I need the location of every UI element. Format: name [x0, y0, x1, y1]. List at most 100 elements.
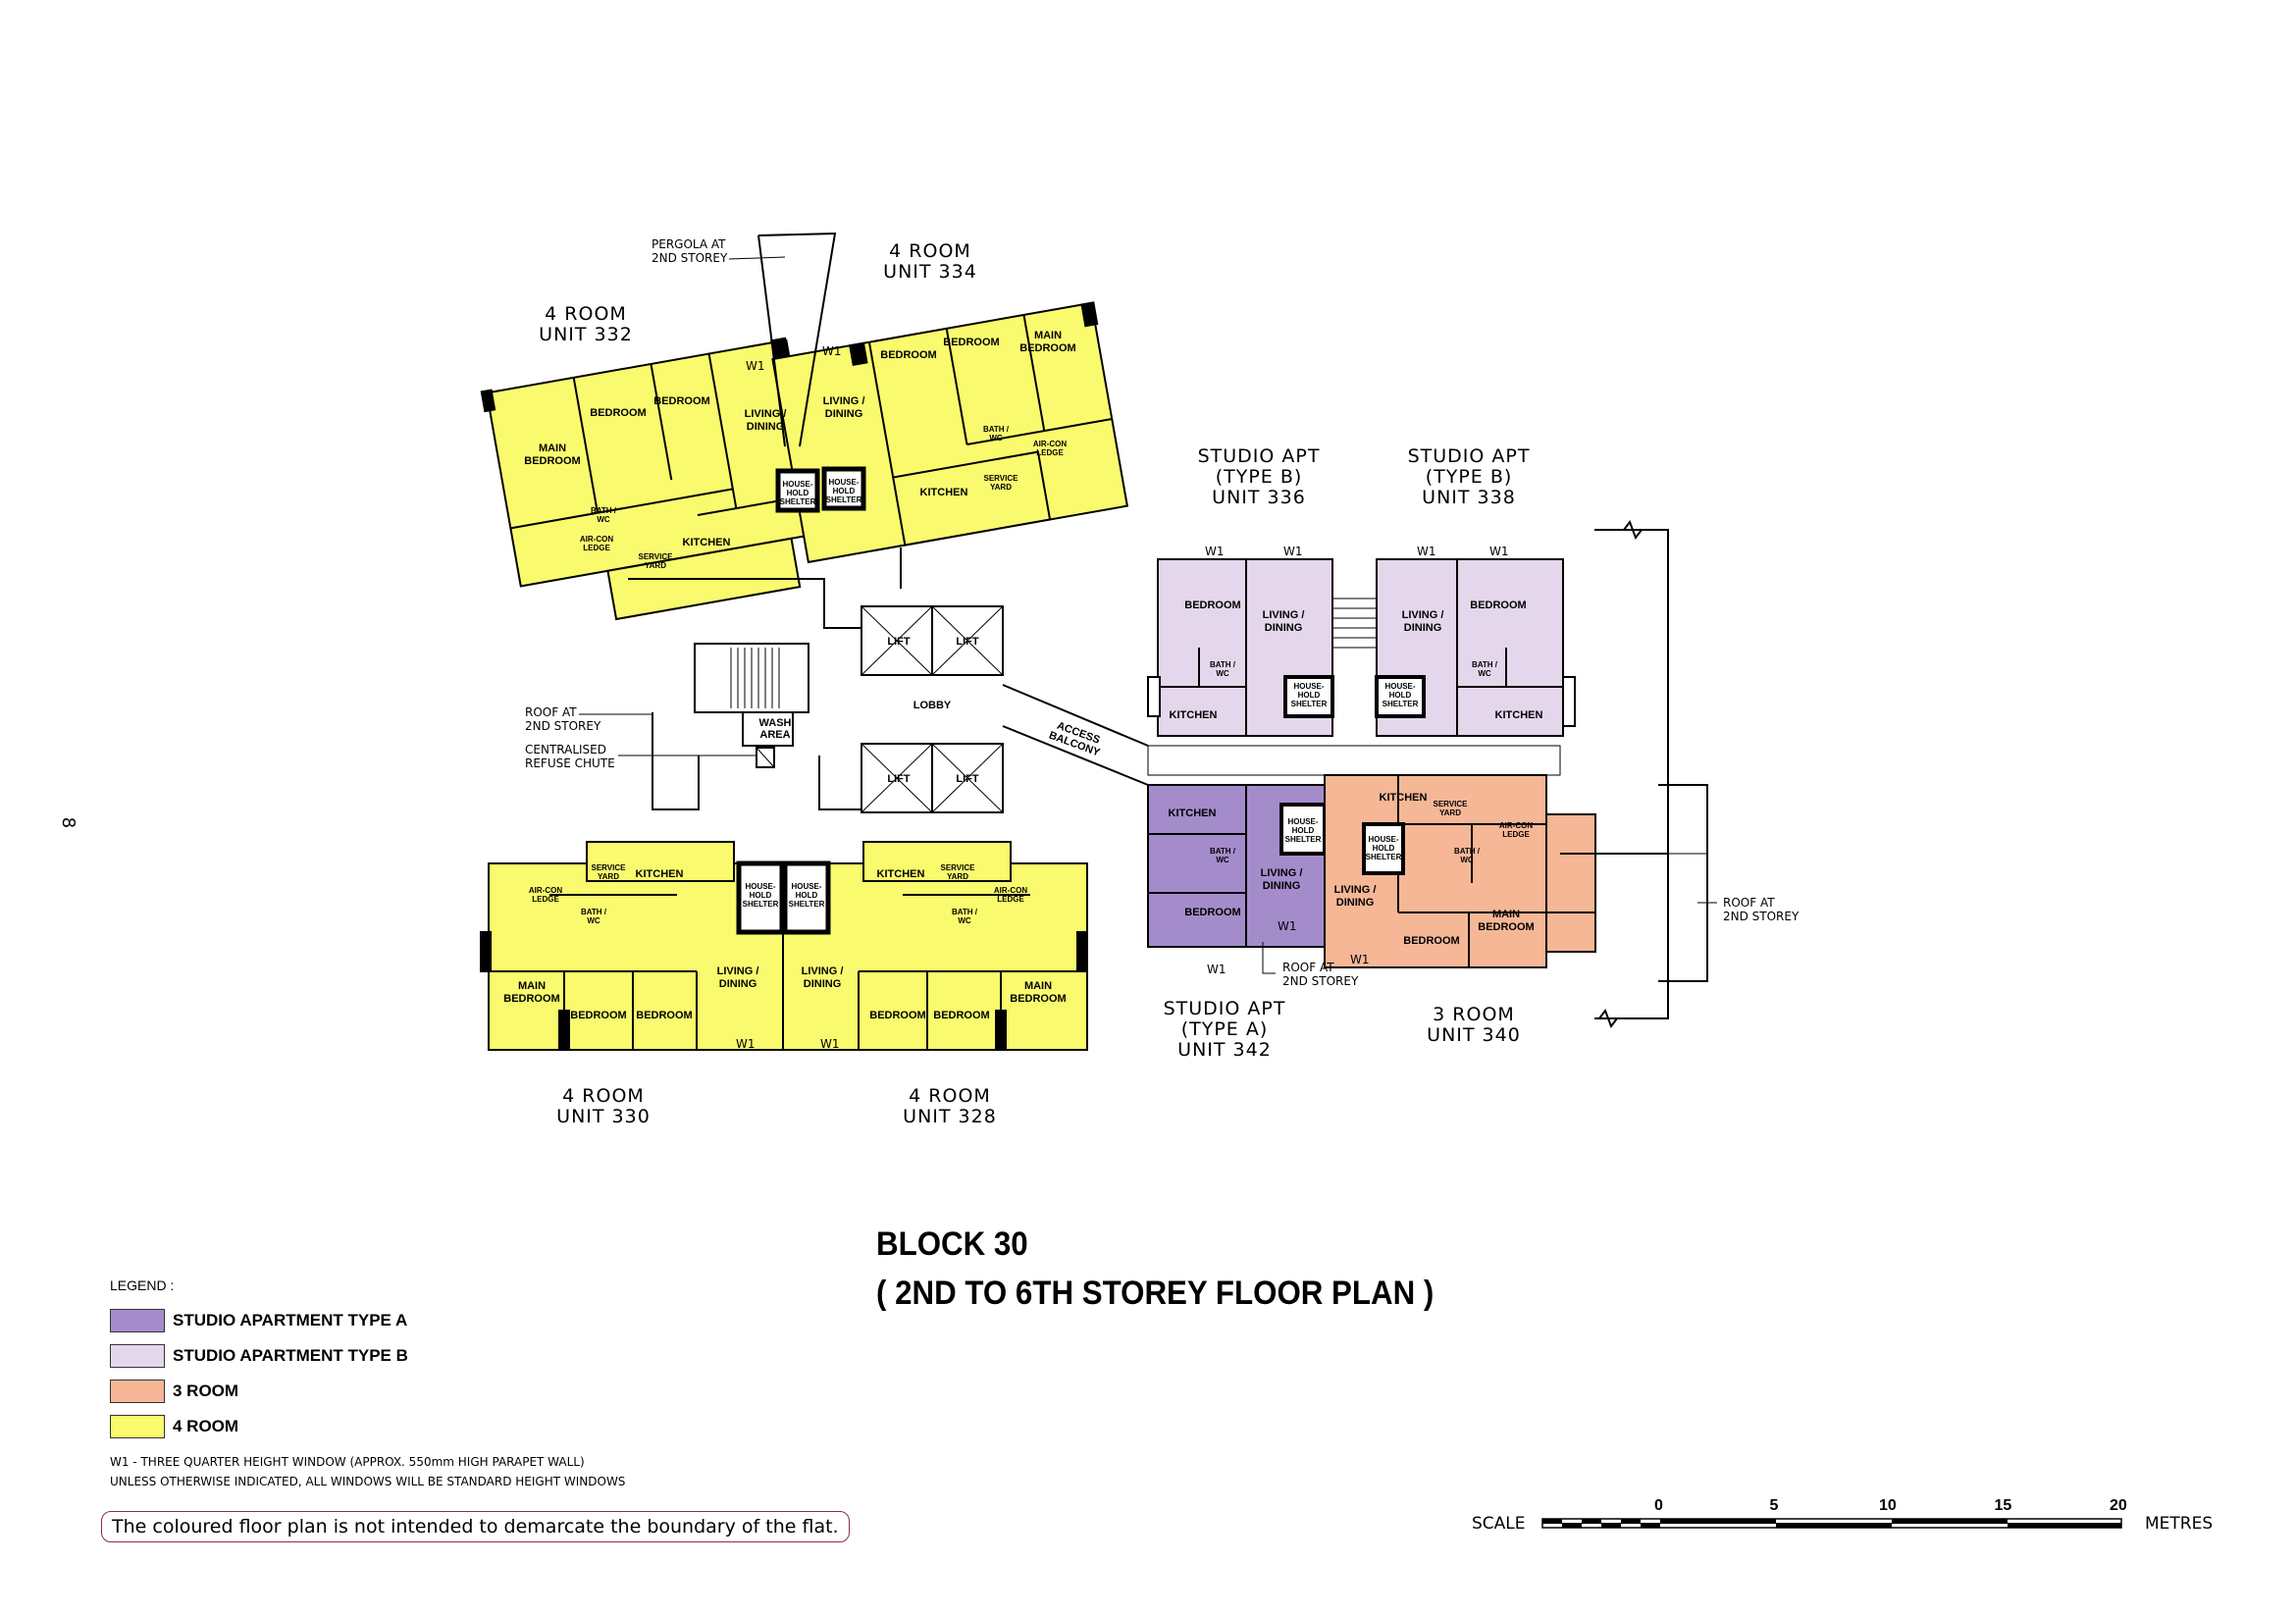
legend-item: STUDIO APARTMENT TYPE B — [110, 1338, 625, 1374]
w1-mark-4: W1 — [820, 1037, 840, 1051]
unit-336-plan — [1147, 558, 1334, 737]
unit-332-number: UNIT 332 — [539, 324, 633, 345]
legend-label: STUDIO APARTMENT TYPE A — [173, 1311, 408, 1329]
unit-338-plan — [1375, 558, 1576, 737]
room-bedroom-328b: BEDROOM — [933, 1010, 989, 1021]
unit-332-type: 4 ROOM — [545, 303, 627, 325]
legend-label: 4 ROOM — [173, 1417, 239, 1435]
legend-label: STUDIO APARTMENT TYPE B — [173, 1346, 408, 1365]
room-bedroom-330a: BEDROOM — [570, 1010, 626, 1021]
unit-336-type: STUDIO APT — [1198, 445, 1321, 467]
room-living-330: LIVING /DINING — [717, 965, 759, 990]
room-living-340: LIVING /DINING — [1334, 884, 1377, 909]
room-living-338: LIVING /DINING — [1402, 609, 1444, 634]
scale-bar — [1541, 1518, 2122, 1529]
unit-328-type: 4 ROOM — [909, 1085, 991, 1107]
w1-mark-2: W1 — [822, 344, 842, 358]
bath-336: BATH /WC — [1210, 660, 1236, 678]
legend-item: STUDIO APARTMENT TYPE A — [110, 1303, 625, 1338]
disclaimer-note: The coloured floor plan is not intended … — [101, 1511, 850, 1542]
bath-334: BATH /WC — [983, 425, 1010, 443]
w1-note-line-2: UNLESS OTHERWISE INDICATED, ALL WINDOWS … — [110, 1475, 626, 1488]
unit-340-number: UNIT 340 — [1427, 1024, 1521, 1046]
unit-338-subtype: (TYPE B) — [1426, 466, 1513, 488]
w1-mark-9: W1 — [1207, 963, 1226, 976]
room-living-342: LIVING /DINING — [1261, 867, 1303, 892]
scale-tick: 0 — [1654, 1497, 1663, 1514]
unit-330-plan — [480, 841, 784, 1051]
w1-mark-8: W1 — [1489, 545, 1509, 558]
room-kitchen-330: KITCHEN — [636, 868, 684, 880]
room-bedroom-336: BEDROOM — [1184, 599, 1240, 611]
scale-tick: 10 — [1879, 1497, 1897, 1514]
lift-block-lower — [861, 743, 1004, 813]
unit-340-type: 3 ROOM — [1433, 1004, 1515, 1025]
legend-swatch — [110, 1380, 165, 1403]
page-title: BLOCK 30 ( 2ND TO 6TH STOREY FLOOR PLAN … — [876, 1220, 1434, 1318]
room-living-332: LIVING /DINING — [745, 408, 787, 433]
bath-330: BATH /WC — [581, 908, 607, 925]
bath-328: BATH /WC — [952, 908, 978, 925]
room-kitchen-336: KITCHEN — [1170, 709, 1218, 721]
room-kitchen-338: KITCHEN — [1495, 709, 1543, 721]
room-bedroom-328a: BEDROOM — [869, 1010, 925, 1021]
room-kitchen-340: KITCHEN — [1380, 792, 1428, 804]
unit-342-plan — [1147, 784, 1327, 948]
w1-mark-3: W1 — [736, 1037, 756, 1051]
room-bedroom-334b: BEDROOM — [943, 337, 999, 348]
room-bedroom-342: BEDROOM — [1184, 907, 1240, 918]
legend-swatch — [110, 1309, 165, 1332]
unit-330-type: 4 ROOM — [562, 1085, 645, 1107]
unit-338-type: STUDIO APT — [1408, 445, 1531, 467]
room-kitchen-332: KITCHEN — [683, 537, 731, 548]
lift-block-upper — [861, 605, 1004, 676]
room-bedroom-338: BEDROOM — [1470, 599, 1526, 611]
w1-note: W1 - THREE QUARTER HEIGHT WINDOW (APPROX… — [110, 1452, 625, 1491]
unit-342-type: STUDIO APT — [1164, 998, 1286, 1019]
scale-label: SCALE — [1472, 1514, 1526, 1534]
legend-swatch — [110, 1415, 165, 1438]
legend-swatch — [110, 1344, 165, 1368]
room-living-336: LIVING /DINING — [1263, 609, 1305, 634]
room-bedroom-332a: BEDROOM — [590, 407, 646, 419]
lobby-label: LOBBY — [913, 700, 952, 711]
unit-328-plan — [782, 841, 1088, 1051]
bath-342: BATH /WC — [1210, 847, 1236, 864]
lift-label-4: LIFT — [956, 773, 978, 785]
room-bedroom-332b: BEDROOM — [653, 395, 709, 407]
unit-338-number: UNIT 338 — [1422, 487, 1516, 508]
unit-340-plan — [1324, 774, 1596, 968]
scale-unit: METRES — [2145, 1514, 2214, 1534]
scale-tick: 5 — [1769, 1497, 1779, 1514]
unit-342-subtype: (TYPE A) — [1181, 1018, 1269, 1040]
room-kitchen-334: KITCHEN — [920, 487, 968, 498]
bath-338: BATH /WC — [1472, 660, 1498, 678]
